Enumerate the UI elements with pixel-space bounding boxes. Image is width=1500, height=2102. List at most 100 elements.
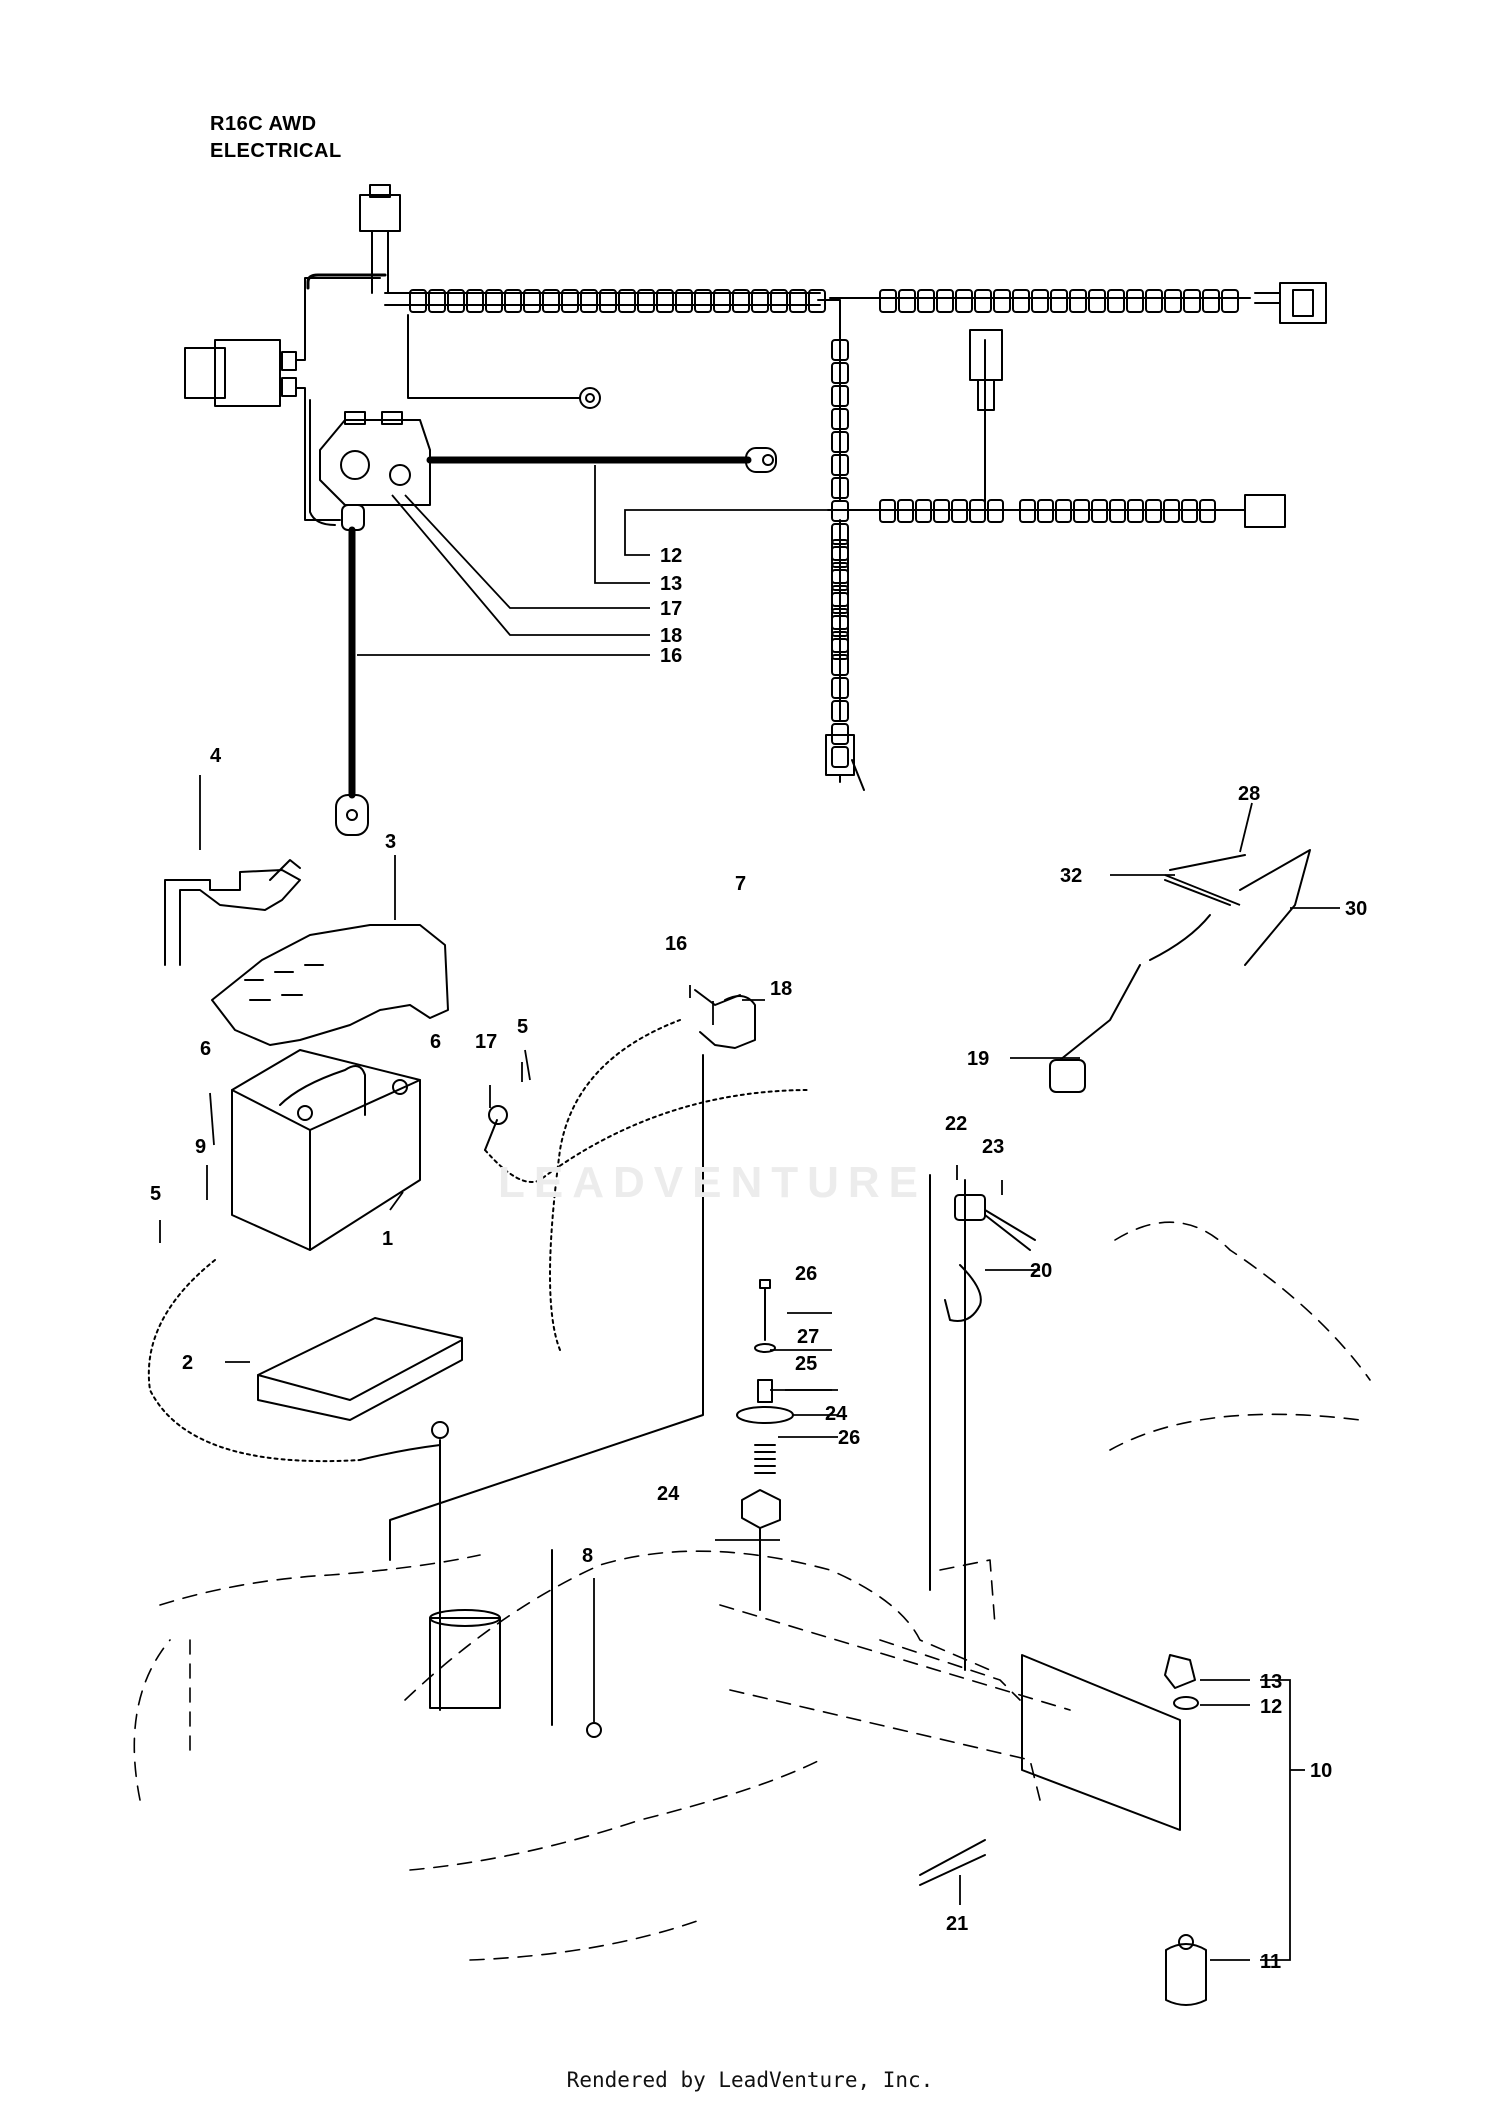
callout-20: 20: [1030, 1260, 1052, 1282]
loom-segment: [897, 499, 914, 523]
loom-segment: [951, 499, 968, 523]
callout-4: 4: [210, 745, 222, 767]
loom-segment: [898, 289, 916, 313]
callout-29: 27: [797, 1326, 819, 1348]
loom-segment: [955, 289, 973, 313]
loom-segment: [580, 289, 598, 313]
loom-segment: [1019, 499, 1036, 523]
callout-16: 16: [660, 645, 682, 667]
loom-segment: [1221, 289, 1239, 313]
callout-1: 1: [382, 1228, 393, 1250]
loom-segment: [1199, 499, 1216, 523]
callout-9: 9: [195, 1136, 206, 1158]
loom-segment: [1088, 289, 1106, 313]
callout-16b: 16: [665, 933, 687, 955]
loom-segment: [523, 289, 541, 313]
loom-segment: [879, 499, 896, 523]
loom-segment: [789, 289, 807, 313]
loom-segment: [831, 431, 849, 453]
loom-segment: [675, 289, 693, 313]
diagram-title-section: ELECTRICAL: [210, 140, 342, 162]
loom-segment: [732, 289, 750, 313]
loom-segment: [1073, 499, 1090, 523]
battery-cables: [147, 1019, 811, 1463]
loom-segment: [599, 289, 617, 313]
loom-segment: [1069, 289, 1087, 313]
loom-segment: [1091, 499, 1108, 523]
callout-5a: 5: [517, 1016, 528, 1038]
loom-segment: [831, 362, 849, 384]
callout-6a: 6: [200, 1038, 211, 1060]
tractor-frame-outline: [133, 1221, 1371, 1961]
callout-22: 22: [945, 1113, 967, 1135]
callout-15: 13: [660, 573, 682, 595]
callout-32: 32: [1060, 865, 1082, 887]
callout-2: 2: [182, 1352, 193, 1374]
loom-segment: [770, 289, 788, 313]
callout-8: 8: [582, 1545, 593, 1567]
loom-segment: [1012, 289, 1030, 313]
loom-segment: [751, 289, 769, 313]
loom-segment: [485, 289, 503, 313]
callout-23: 23: [982, 1136, 1004, 1158]
loom-segment: [974, 289, 992, 313]
callout-12v: 12: [1260, 1696, 1282, 1718]
loom-segment: [428, 289, 446, 313]
leader-lines: [159, 465, 1340, 1961]
battery-cover: [211, 924, 449, 1046]
loom-segment: [542, 289, 560, 313]
callout-7: 7: [735, 873, 746, 895]
callout-30: 28: [1238, 783, 1260, 805]
loom-segment: [409, 289, 427, 313]
loom-segment: [1109, 499, 1126, 523]
loom-segment: [987, 499, 1004, 523]
loom-segment: [831, 477, 849, 499]
loom-segment: [447, 289, 465, 313]
solenoid: [319, 411, 431, 531]
loom-segment: [1164, 289, 1182, 313]
callout-17: 17: [660, 598, 682, 620]
callout-6b: 6: [430, 1031, 441, 1053]
loom-segment: [1037, 499, 1054, 523]
callout-28: 26: [795, 1263, 817, 1285]
callout-10v: 10: [1310, 1760, 1332, 1782]
loom-segment: [1055, 499, 1072, 523]
bracket-20: [944, 1264, 982, 1322]
callout-14: 12: [660, 545, 682, 567]
loom-segment: [1145, 289, 1163, 313]
loom-segment: [466, 289, 484, 313]
loom-segment: [1107, 289, 1125, 313]
loom-segment: [1050, 289, 1068, 313]
watermark: LEADVENTURE: [498, 1158, 928, 1207]
callout-numbers: 12 13 17 18 16 4 3 7 16 18 6 6 17 5 9 5 …: [150, 545, 1367, 1973]
callout-18: 18: [660, 625, 682, 647]
loom-segment: [1183, 289, 1201, 313]
callout-26v: 26: [838, 1427, 860, 1449]
battery-pad: [257, 1317, 463, 1421]
callout-24v: 24: [657, 1483, 680, 1505]
battery-hold-down: [164, 859, 301, 966]
loom-segment: [694, 289, 712, 313]
loom-segment: [879, 289, 897, 313]
battery: [231, 1049, 421, 1251]
callout-13v: 13: [1260, 1671, 1282, 1693]
footer-credit: Rendered by LeadVenture, Inc.: [566, 2068, 934, 2092]
callout-19: 19: [967, 1048, 989, 1070]
loom-segment: [831, 454, 849, 476]
loom-segment: [993, 289, 1011, 313]
connector-21: [919, 1839, 986, 1886]
loom-segment: [831, 339, 849, 361]
loom-segment: [637, 289, 655, 313]
callout-21v: 21: [946, 1913, 968, 1935]
callout-18b: 18: [770, 978, 792, 1000]
callout-11v: 11: [1260, 1951, 1281, 1973]
loom-segment: [1163, 499, 1180, 523]
loom-segment: [933, 499, 950, 523]
loom-segment: [831, 385, 849, 407]
diagram-title-model: R16C AWD: [210, 113, 317, 135]
callout-27: 25: [795, 1353, 817, 1375]
loom-segment: [1202, 289, 1220, 313]
spring-assembly: [736, 1279, 794, 1611]
loom-segment: [1031, 289, 1049, 313]
